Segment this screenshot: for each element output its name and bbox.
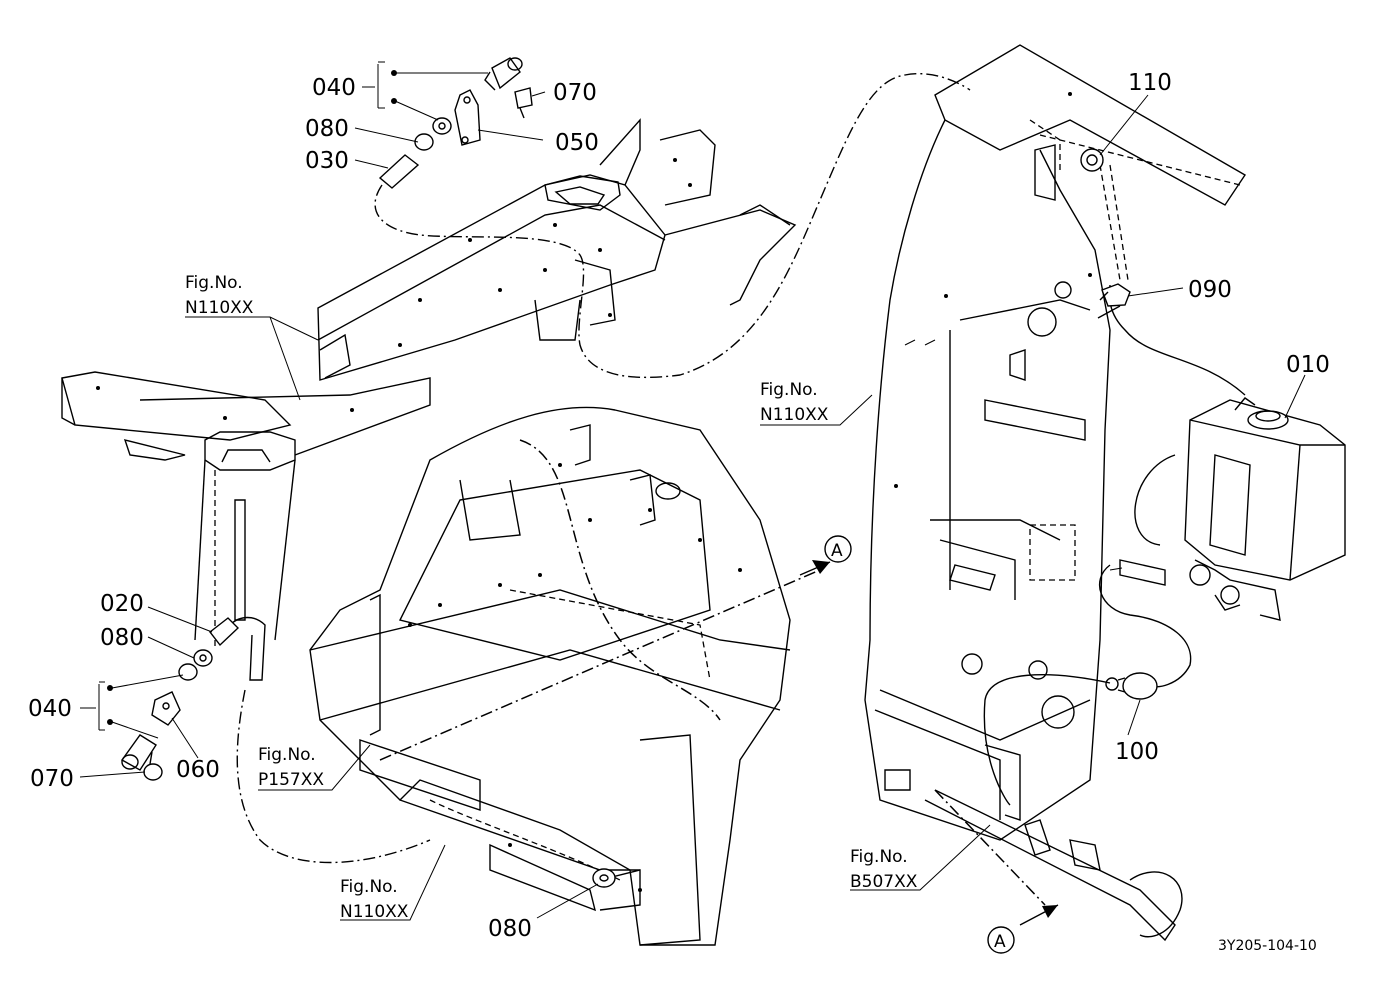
joint-090 bbox=[1097, 283, 1131, 319]
hose-left-run bbox=[236, 689, 431, 864]
section-line-a bbox=[379, 569, 821, 761]
right-frame-plate bbox=[864, 44, 1246, 942]
bracket-050 bbox=[454, 89, 481, 146]
label-060: 060 bbox=[176, 757, 220, 783]
fig-ref-n110-b: N110XX bbox=[760, 405, 829, 425]
center-frame-body bbox=[309, 406, 791, 946]
label-030: 030 bbox=[305, 148, 349, 174]
label-050: 050 bbox=[555, 130, 599, 156]
joint-020 bbox=[209, 617, 240, 647]
joint-030 bbox=[378, 154, 420, 189]
bolt-070-top bbox=[514, 87, 533, 119]
hose-top-run bbox=[374, 73, 971, 379]
dots-040 bbox=[107, 70, 397, 725]
arrow-a-top-head bbox=[812, 560, 830, 574]
fig-ref-n110-c: N110XX bbox=[340, 902, 409, 922]
hose-center-run bbox=[519, 439, 721, 721]
upper-frame-bracket bbox=[317, 118, 797, 381]
bracket-060 bbox=[151, 691, 181, 726]
figure-references: Fig.No. N110XX Fig.No. N110XX Fig.No. P1… bbox=[185, 273, 918, 922]
washer-tank-010 bbox=[1109, 397, 1346, 621]
label-020: 020 bbox=[100, 591, 144, 617]
hose-tank-return bbox=[1134, 454, 1176, 546]
part-labels: 040 080 030 070 050 110 090 010 100 020 … bbox=[28, 70, 1330, 942]
fig-ref-b507: B507XX bbox=[850, 872, 918, 892]
fig-ref-n110-a: N110XX bbox=[185, 298, 254, 318]
label-040-top: 040 bbox=[312, 75, 356, 101]
nozzle-040-left bbox=[120, 734, 157, 771]
section-marker-bottom: A bbox=[994, 932, 1006, 952]
pipe-bend-left bbox=[229, 616, 266, 681]
left-tee-frame bbox=[61, 371, 431, 650]
fig-label-n110-a: Fig.No. bbox=[185, 273, 243, 293]
section-markers: A A bbox=[824, 535, 1015, 954]
nozzle-040-top bbox=[484, 57, 523, 91]
clamp-110 bbox=[1080, 148, 1104, 172]
arrow-a-bottom-head bbox=[1042, 905, 1058, 918]
section-marker-top: A bbox=[831, 541, 843, 561]
pump-100 bbox=[1105, 672, 1158, 700]
label-080-left: 080 bbox=[100, 625, 144, 651]
label-080-bottom: 080 bbox=[488, 916, 532, 942]
fig-label-n110-b: Fig.No. bbox=[760, 380, 818, 400]
label-090: 090 bbox=[1188, 277, 1232, 303]
label-010: 010 bbox=[1286, 352, 1330, 378]
hose-pump-out bbox=[983, 674, 1111, 806]
fig-label-b507: Fig.No. bbox=[850, 847, 908, 867]
label-070-left: 070 bbox=[30, 766, 74, 792]
hose-to-pump bbox=[1099, 564, 1192, 688]
label-100: 100 bbox=[1115, 739, 1159, 765]
fig-label-n110-c: Fig.No. bbox=[340, 877, 398, 897]
label-110: 110 bbox=[1128, 70, 1172, 96]
label-070-top: 070 bbox=[553, 80, 597, 106]
nut-080-left bbox=[178, 649, 213, 681]
fig-label-p157: Fig.No. bbox=[258, 745, 316, 765]
nut-080-bottom bbox=[592, 868, 616, 888]
section-line-a-right bbox=[934, 789, 1046, 906]
label-080-top: 080 bbox=[305, 116, 349, 142]
leader-lines bbox=[79, 61, 1306, 921]
fig-ref-p157: P157XX bbox=[258, 770, 324, 790]
label-040-left: 040 bbox=[28, 696, 72, 722]
nut-080-top bbox=[414, 117, 452, 151]
drawing-code: 3Y205-104-10 bbox=[1218, 938, 1317, 954]
